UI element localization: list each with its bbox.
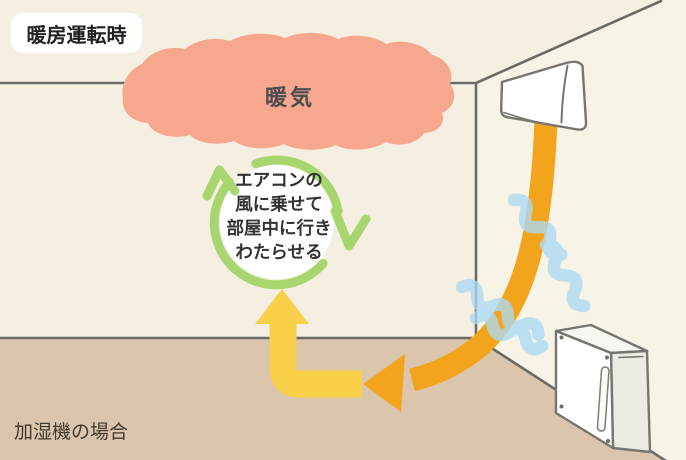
humidifier-side-face (609, 349, 652, 454)
humidifier-vent-line (618, 355, 644, 359)
air-conditioner-panel-line (560, 64, 569, 124)
circulation-note: エアコンの 風に乗せて 部屋中に行き わたらせる (226, 171, 332, 263)
title-badge: 暖房運転時 (11, 13, 142, 53)
humidifier-icon (554, 323, 652, 454)
circulation-arc-upper (251, 155, 343, 216)
humidifier-water-window (596, 366, 610, 432)
circulation-arc-lower (209, 177, 328, 290)
warm-airflow-arrowhead (363, 354, 405, 412)
humidifier-screw (606, 439, 610, 443)
warm-air-label: 暖気 (264, 86, 315, 111)
humidifier-screw (559, 335, 564, 340)
floor-flow-arrow (255, 289, 362, 398)
air-conditioner-icon (500, 60, 588, 131)
circulation-arrowhead-right (330, 206, 371, 251)
circulation-arrow-icon (202, 155, 371, 290)
floor-flow-elbow (269, 320, 362, 398)
warm-air-cloud (122, 32, 455, 150)
humidifier-caption: 加湿機の場合 (14, 421, 129, 443)
circulation-disc (220, 165, 334, 279)
floor-flow-arrowhead (255, 289, 309, 324)
air-conditioner-outlet-line (503, 111, 562, 128)
humidifier-screw (605, 355, 609, 360)
ceiling-diagonal-line (474, 0, 663, 85)
circulation-arrowhead-top (202, 165, 240, 201)
humidifier-screw (559, 404, 564, 409)
floor (0, 338, 665, 460)
